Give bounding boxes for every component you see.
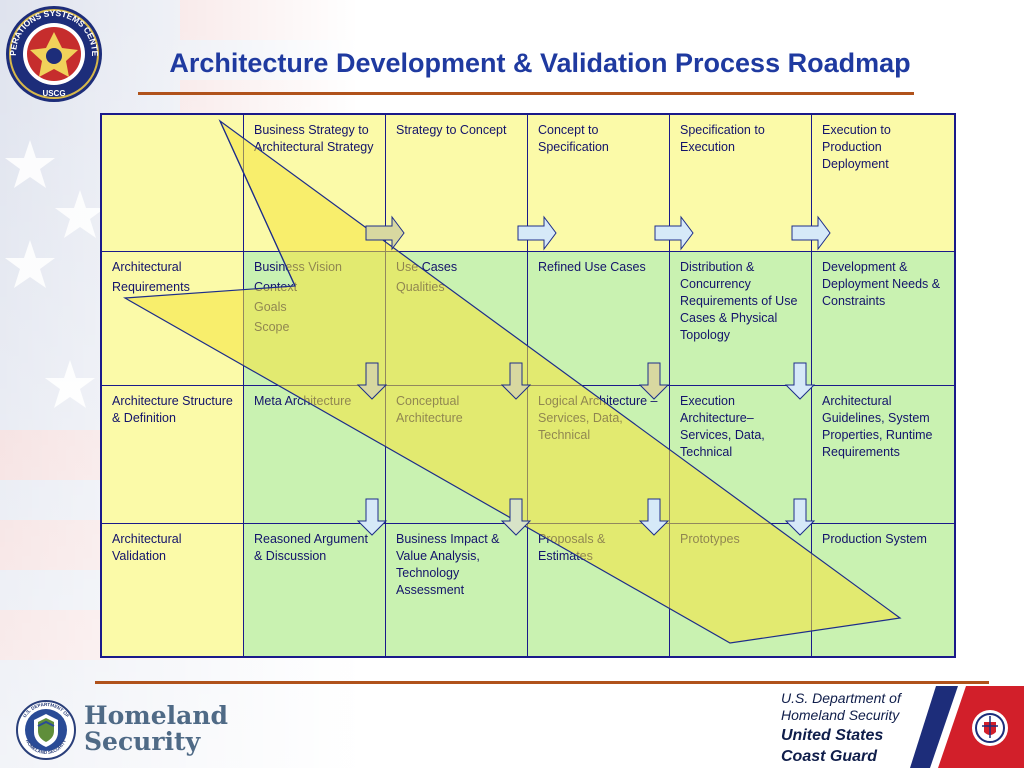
roadmap-grid: Business Strategy to Architectural Strat… — [100, 113, 956, 658]
roadmap-cell: Conceptual Architecture — [386, 386, 528, 524]
uscg-dept-line: U.S. Department of — [781, 690, 901, 706]
cell-item: Goals — [254, 300, 287, 314]
row-label-line: Architectural Validation — [112, 532, 182, 563]
cell-item: Business Vision — [254, 260, 343, 274]
cell-item: Scope — [254, 320, 290, 334]
column-header: Strategy to Concept — [386, 115, 528, 252]
cell-item: Context — [254, 280, 298, 294]
corner-cell — [102, 115, 244, 252]
dhs-seal-icon: U.S. DEPARTMENT OF HOMELAND SECURITY — [16, 700, 76, 760]
cell-item: Meta Architecture — [254, 394, 352, 408]
cell-item: Logical Architecture – Services, Data, T… — [538, 394, 658, 442]
roadmap-cell: Refined Use Cases — [528, 252, 670, 386]
uscg-racing-stripe-icon — [910, 686, 1024, 768]
roadmap-cell: Development & Deployment Needs & Constra… — [812, 252, 954, 386]
column-header: Concept to Specification — [528, 115, 670, 252]
row-header-structure: Architecture Structure & Definition — [102, 386, 244, 524]
seal-text-bottom: USCG — [42, 89, 65, 98]
uscg-name-line: United States — [781, 727, 884, 744]
roadmap-cell: Production System — [812, 524, 954, 656]
cell-item: Use Cases — [396, 260, 458, 274]
cell-item: Distribution & Concurrency Requirements … — [680, 260, 798, 342]
roadmap-cell: Proposals & Estimates — [528, 524, 670, 656]
roadmap-cell: Use Cases Qualities — [386, 252, 528, 386]
roadmap-cell: Distribution & Concurrency Requirements … — [670, 252, 812, 386]
roadmap-cell: Logical Architecture – Services, Data, T… — [528, 386, 670, 524]
row-header-validation: Architectural Validation — [102, 524, 244, 656]
column-header: Business Strategy to Architectural Strat… — [244, 115, 386, 252]
row-label-line: Requirements — [112, 280, 190, 294]
row-label-line: Architectural — [112, 260, 182, 274]
uscg-signature: U.S. Department of Homeland Security Uni… — [781, 690, 921, 766]
page-title: Architecture Development & Validation Pr… — [169, 48, 911, 78]
cell-item: Business Impact & Value Analysis, Techno… — [396, 532, 500, 597]
column-header: Execution to Production Deployment — [812, 115, 954, 252]
title-divider — [138, 92, 914, 95]
cell-item: Reasoned Argument & Discussion — [254, 532, 368, 563]
row-label-line: Architecture Structure & Definition — [112, 394, 233, 425]
roadmap-cell: Business Impact & Value Analysis, Techno… — [386, 524, 528, 656]
cell-item: Prototypes — [680, 532, 740, 546]
dhs-wordmark-line: Security — [84, 727, 201, 756]
cell-item: Refined Use Cases — [538, 260, 646, 274]
cell-item: Conceptual Architecture — [396, 394, 463, 425]
roadmap-cell: Architectural Guidelines, System Propert… — [812, 386, 954, 524]
footer-divider — [95, 681, 989, 684]
cell-item: Architectural Guidelines, System Propert… — [822, 394, 933, 459]
dhs-wordmark-line: Homeland — [84, 701, 229, 730]
cell-item: Development & Deployment Needs & Constra… — [822, 260, 941, 308]
column-header: Specification to Execution — [670, 115, 812, 252]
dhs-wordmark: Homeland Security — [84, 703, 228, 755]
roadmap-cell: Prototypes — [670, 524, 812, 656]
roadmap-cell: Meta Architecture — [244, 386, 386, 524]
ocs-seal-icon: OPERATIONS SYSTEMS CENTER USCG — [4, 4, 102, 102]
cell-item: Execution Architecture– Services, Data, … — [680, 394, 765, 459]
row-header-requirements: Architectural Requirements — [102, 252, 244, 386]
roadmap-cell: Reasoned Argument & Discussion — [244, 524, 386, 656]
cell-item: Qualities — [396, 280, 445, 294]
uscg-dept-line: Homeland Security — [781, 707, 900, 723]
cell-item: Production System — [822, 532, 927, 546]
roadmap-cell: Execution Architecture– Services, Data, … — [670, 386, 812, 524]
cell-item: Proposals & Estimates — [538, 532, 606, 563]
uscg-name-line: Coast Guard — [781, 748, 878, 765]
roadmap-cell: Business Vision Context Goals Scope — [244, 252, 386, 386]
